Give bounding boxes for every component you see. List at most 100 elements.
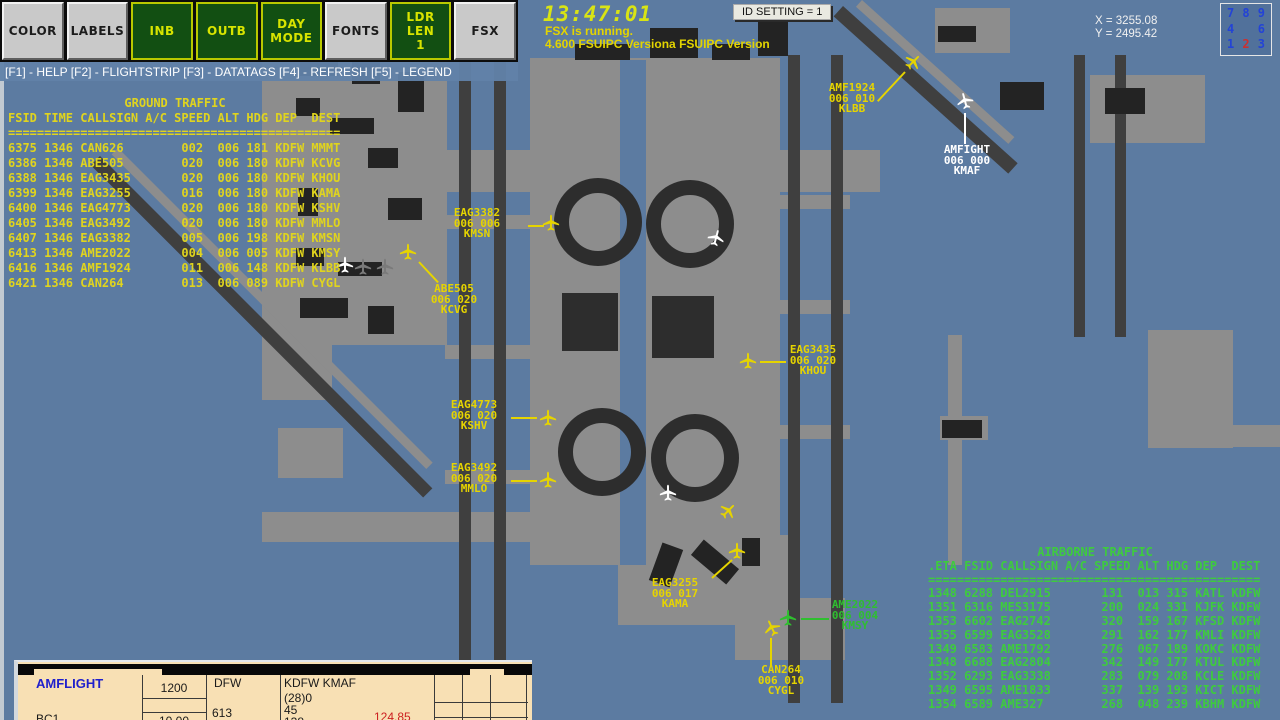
strip-field1: 45 [284,703,298,717]
keypad-digit-8[interactable]: 8 [1242,6,1250,20]
strip-grid-line [206,675,207,720]
toolbar-button-labels[interactable]: LABELS [66,2,129,60]
runway [1074,55,1085,337]
toolbar-button-outb[interactable]: OUTB [195,2,258,60]
toolbar-button-day-mode[interactable]: DAY MODE [260,2,323,60]
ground-table-title: GROUND TRAFFIC [124,96,226,110]
runway [459,55,471,693]
aircraft-icon[interactable] [542,214,560,232]
datatag-line: EAG3382 [453,206,501,219]
strip-grid-line [434,702,528,703]
toolbar-button-ldr-len[interactable]: LDR LEN 1 [389,2,452,60]
strip-grid-line [142,698,206,699]
keypad-digit-4[interactable]: 4 [1227,21,1235,36]
datatag-line: 006 010 [757,673,805,687]
datatag-line: 006 000 [943,153,991,167]
airborne-table-title: AIRBORNE TRAFFIC [1037,545,1153,559]
aircraft-icon[interactable] [336,256,354,274]
terminal-ring [554,178,642,266]
datatag-line: KMSY [841,619,869,632]
toolbar-button-fsx[interactable]: FSX [454,2,516,60]
coord-y: Y = 2495.42 [1095,28,1158,40]
datatag-line: KMSN [463,227,491,240]
aircraft-icon[interactable] [779,609,797,627]
traffic-row: 6416 1346 AMF1924 011 006 148 KDFW KLBB [8,261,341,275]
aircraft-icon[interactable] [399,243,417,261]
keypad-digit-7[interactable]: 7 [1227,6,1235,20]
keypad-digit-6[interactable]: 6 [1257,21,1265,36]
keypad-digit-3[interactable]: 3 [1257,37,1265,52]
building [368,306,394,334]
strip-altitude: (28)0 [284,691,313,705]
strip-grid-line [142,675,143,720]
building [300,298,348,318]
function-key-help-bar: [F1] - HELP [F2] - FLIGHTSTRIP [F3] - DA… [0,62,518,81]
aircraft-icon[interactable] [354,258,372,276]
leader-line [770,638,772,665]
toolbar-button-color[interactable]: COLOR [2,2,64,60]
building [296,248,324,266]
flight-strip[interactable]: AMFLIGHT 1200 DFW 613 KDFW KMAF (28)0 45… [14,660,532,720]
toolbar-button-inb[interactable]: INB [131,2,193,60]
building [1105,88,1145,114]
leader-line [964,113,966,144]
strip-grid-line [142,712,206,713]
datatag-line: AMFIGHT [943,143,991,156]
aircraft-icon[interactable] [739,352,757,370]
keypad-digit-2[interactable]: 2 [1242,37,1250,52]
help-text: [F1] - HELP [F2] - FLIGHTSTRIP [F3] - DA… [5,64,452,79]
aircraft-icon[interactable] [900,49,925,74]
aircraft-icon[interactable] [539,409,557,427]
terminal-ring [646,180,734,268]
building [1000,82,1044,110]
aircraft-icon[interactable] [728,542,746,560]
building [575,44,630,60]
window-edge [0,62,4,720]
aircraft-icon[interactable] [376,258,394,276]
flight-strip-header-bar [18,664,532,675]
taxiway [1150,425,1280,447]
aircraft-icon[interactable] [954,90,976,112]
keypad-digit-1[interactable]: 1 [1227,37,1235,52]
cursor-coordinates: X = 3255.08 Y = 2495.42 [1095,15,1157,41]
datatag-line: CYGL [767,684,795,697]
building [388,198,422,220]
traffic-row: 1348 6688 EAG2804 342 149 177 KTUL KDFW [928,655,1261,670]
aircraft-icon[interactable] [705,227,727,249]
datatag-line: 006 017 [651,586,699,600]
datatag-line: MMLO [460,482,488,495]
building [296,98,320,116]
datatag-line: KSHV [460,419,488,432]
building [938,26,976,42]
datatag-line: 006 020 [450,471,498,485]
strip-grid-line [490,675,491,720]
runway [831,55,843,703]
toolbar-button-fonts[interactable]: FONTS [325,2,387,60]
leader-line [511,417,537,419]
datatag-line: EAG3255 [651,576,699,589]
datatag-line: ABE505 [434,282,474,295]
building [368,148,398,168]
leader-line [528,225,544,227]
id-setting-box[interactable]: ID SETTING = 1 [733,4,832,20]
leader-line [760,361,786,363]
traffic-row: 6421 1346 CAN264 013 006 089 KDFW CYGL [8,276,341,290]
aircraft-icon[interactable] [715,498,740,523]
aircraft-icon[interactable] [760,616,784,640]
flight-strip-notch [470,669,504,675]
datatag-line: EAG4773 [450,398,498,411]
keypad-digit-9[interactable]: 9 [1257,6,1265,20]
aircraft-icon[interactable] [659,484,677,502]
aircraft-icon[interactable] [539,471,557,489]
